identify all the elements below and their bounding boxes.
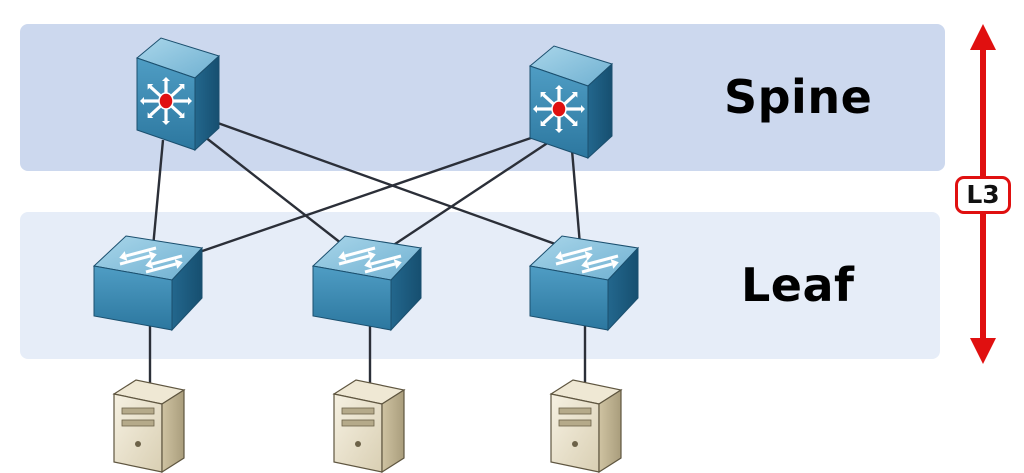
network-link	[570, 149, 582, 246]
drive-bay-icon	[121, 407, 155, 415]
drive-bay-icon	[121, 419, 155, 427]
leaf-switch[interactable]	[528, 235, 640, 332]
server-icon[interactable]	[332, 379, 406, 473]
network-link	[150, 139, 165, 259]
network-link	[204, 136, 356, 255]
drive-bay-icon	[558, 419, 592, 427]
spine-layer-label: Spine	[724, 70, 873, 124]
arrow-up-head-icon	[970, 24, 996, 50]
server-icon[interactable]	[549, 379, 623, 473]
power-button-icon	[355, 441, 361, 447]
router-core-icon	[158, 92, 174, 110]
drive-bay-icon	[558, 407, 592, 415]
network-link	[379, 136, 556, 256]
router-core-icon	[551, 100, 567, 118]
l3-badge: L3	[955, 176, 1011, 214]
power-button-icon	[135, 441, 141, 447]
network-link	[181, 126, 561, 260]
spine-switch[interactable]	[528, 45, 613, 160]
leaf-switch[interactable]	[311, 235, 423, 332]
switch-arrows-icon	[119, 246, 183, 274]
arrow-down-head-icon	[970, 338, 996, 364]
drive-bay-icon	[341, 419, 375, 427]
switch-arrows-icon	[338, 246, 402, 274]
link-group	[148, 120, 587, 385]
drive-bay-icon	[341, 407, 375, 415]
power-button-icon	[572, 441, 578, 447]
switch-arrows-icon	[555, 246, 619, 274]
spine-switch[interactable]	[135, 37, 220, 152]
leaf-layer-label: Leaf	[741, 258, 855, 312]
server-icon[interactable]	[112, 379, 186, 473]
leaf-switch[interactable]	[92, 235, 204, 332]
